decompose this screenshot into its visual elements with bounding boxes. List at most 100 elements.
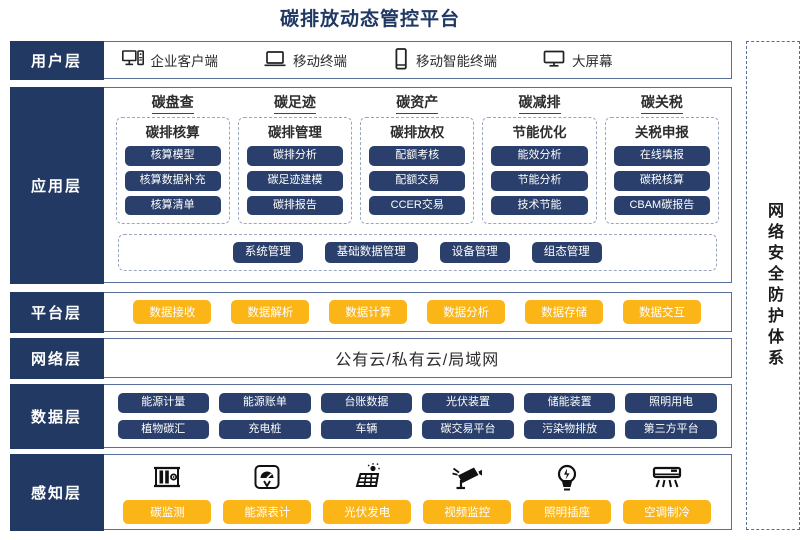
app-module-button[interactable]: CBAM碳报告 bbox=[613, 195, 710, 216]
app-module-button[interactable]: 在线填报 bbox=[613, 146, 710, 166]
layer-label-application: 应用层 bbox=[9, 86, 104, 284]
app-group-box: 碳排管理 碳排分析 碳足迹建模 碳排报告 bbox=[237, 117, 353, 225]
app-module-button[interactable]: 碳排分析 bbox=[246, 146, 344, 166]
app-group-box: 关税申报 在线填报 碳税核算 CBAM碳报告 bbox=[604, 117, 719, 225]
laptop-icon bbox=[264, 50, 286, 71]
perception-item-carbon-monitoring[interactable]: 碳监测 bbox=[118, 460, 218, 524]
layer-platform: 平台层 数据接收 数据解析 数据计算 数据分析 数据存储 数据交互 bbox=[9, 291, 732, 333]
data-source-button[interactable]: 台账数据 bbox=[320, 392, 413, 413]
app-module-button[interactable]: 配额交易 bbox=[369, 170, 466, 191]
layer-body-perception: 碳监测 能源表计 bbox=[103, 455, 731, 529]
data-source-button[interactable]: 植物碳汇 bbox=[117, 419, 210, 440]
data-row: 植物碳汇 充电桩 车辆 碳交易平台 污染物排放 第三方平台 bbox=[117, 419, 718, 440]
platform-capability-button[interactable]: 数据分析 bbox=[427, 300, 506, 324]
security-system-band: 网络安全防护体系 bbox=[746, 41, 800, 530]
user-item-label: 移动智能终端 bbox=[416, 54, 497, 69]
layer-label-user: 用户层 bbox=[9, 40, 104, 80]
platform-capability-button[interactable]: 数据交互 bbox=[623, 300, 702, 324]
perception-item-energy-meter[interactable]: 能源表计 bbox=[217, 460, 317, 524]
app-group-box: 碳排放权 配额考核 配额交易 CCER交易 bbox=[360, 117, 475, 225]
layer-body-user: 企业客户端 移动终端 移动智能终端 bbox=[103, 42, 731, 78]
app-module-button[interactable]: 碳税核算 bbox=[613, 170, 710, 191]
network-description: 公有云/私有云/局域网 bbox=[335, 352, 500, 369]
perception-item-label: 光伏发电 bbox=[323, 500, 412, 524]
data-row: 能源计量 能源账单 台账数据 光伏装置 储能装置 照明用电 bbox=[117, 392, 718, 413]
data-source-button[interactable]: 储能装置 bbox=[523, 392, 616, 413]
common-module-button[interactable]: 系统管理 bbox=[232, 242, 303, 263]
layer-body-data: 能源计量 能源账单 台账数据 光伏装置 储能装置 照明用电 植物碳汇 充电桩 车… bbox=[103, 385, 731, 447]
layer-data: 数据层 能源计量 能源账单 台账数据 光伏装置 储能装置 照明用电 植物碳汇 充… bbox=[9, 383, 732, 449]
app-module-button[interactable]: 能效分析 bbox=[491, 146, 588, 166]
app-group-title: 碳减排 bbox=[518, 92, 561, 114]
perception-item-solar-power[interactable]: 光伏发电 bbox=[317, 460, 417, 524]
app-module-button[interactable]: 节能分析 bbox=[491, 170, 588, 191]
security-system-label: 网络安全防护体系 bbox=[765, 201, 782, 370]
perception-item-air-conditioning[interactable]: 空调制冷 bbox=[617, 460, 717, 524]
perception-item-lighting-socket[interactable]: 照明插座 bbox=[517, 460, 617, 524]
application-common-modules: 系统管理 基础数据管理 设备管理 组态管理 bbox=[117, 234, 717, 271]
app-module-button[interactable]: 碳足迹建模 bbox=[246, 170, 344, 191]
user-item-smart-mobile-terminal[interactable]: 移动智能终端 bbox=[393, 47, 497, 73]
layer-perception: 感知层 碳监测 bbox=[9, 453, 732, 531]
perception-item-label: 能源表计 bbox=[223, 500, 312, 524]
data-source-button[interactable]: 第三方平台 bbox=[625, 419, 717, 440]
layer-user: 用户层 企业客户端 bbox=[9, 40, 732, 80]
app-group-subtitle: 关税申报 bbox=[634, 125, 689, 140]
smartphone-icon bbox=[393, 47, 409, 73]
app-group-subtitle: 节能优化 bbox=[512, 125, 567, 140]
solar-panel-icon bbox=[352, 460, 382, 494]
app-module-button[interactable]: 技术节能 bbox=[491, 195, 588, 216]
user-item-label: 移动终端 bbox=[293, 54, 347, 69]
user-item-mobile-terminal[interactable]: 移动终端 bbox=[264, 50, 347, 71]
page-title: 碳排放动态管控平台 bbox=[279, 9, 460, 30]
app-group-title: 碳盘查 bbox=[151, 92, 194, 114]
platform-capability-button[interactable]: 数据解析 bbox=[231, 300, 310, 324]
app-module-button[interactable]: 核算清单 bbox=[124, 195, 221, 216]
data-source-button[interactable]: 光伏装置 bbox=[422, 392, 514, 413]
app-group-carbon-tariff: 碳关税 关税申报 在线填报 碳税核算 CBAM碳报告 bbox=[604, 92, 719, 225]
layer-label-platform: 平台层 bbox=[9, 291, 104, 333]
app-group-subtitle: 碳排管理 bbox=[267, 125, 322, 140]
layer-label-data: 数据层 bbox=[9, 383, 104, 449]
user-item-large-screen[interactable]: 大屏幕 bbox=[543, 50, 613, 71]
app-group-subtitle: 碳排核算 bbox=[145, 125, 200, 140]
app-module-button[interactable]: CCER交易 bbox=[369, 195, 466, 216]
perception-item-label: 视频监控 bbox=[423, 500, 512, 524]
user-item-label: 大屏幕 bbox=[572, 54, 613, 69]
common-module-button[interactable]: 基础数据管理 bbox=[324, 242, 418, 263]
app-group-carbon-reduction: 碳减排 节能优化 能效分析 节能分析 技术节能 bbox=[482, 92, 597, 225]
platform-capability-button[interactable]: 数据存储 bbox=[525, 300, 604, 324]
app-group-box: 节能优化 能效分析 节能分析 技术节能 bbox=[482, 117, 597, 225]
data-source-button[interactable]: 污染物排放 bbox=[523, 419, 616, 440]
layer-body-application: 碳盘查 碳排核算 核算模型 核算数据补充 核算清单 碳足迹 碳排管理 碳排分析 … bbox=[103, 88, 731, 282]
data-source-button[interactable]: 照明用电 bbox=[625, 392, 717, 413]
app-group-title: 碳关税 bbox=[640, 92, 683, 114]
user-item-enterprise-client[interactable]: 企业客户端 bbox=[121, 49, 218, 71]
monitor-icon bbox=[543, 50, 565, 71]
layer-body-network: 公有云/私有云/局域网 bbox=[103, 339, 731, 377]
perception-item-label: 碳监测 bbox=[123, 500, 212, 524]
app-module-button[interactable]: 配额考核 bbox=[369, 146, 466, 166]
platform-capability-button[interactable]: 数据接收 bbox=[133, 300, 212, 324]
platform-capability-button[interactable]: 数据计算 bbox=[329, 300, 408, 324]
app-group-subtitle: 碳排放权 bbox=[390, 125, 445, 140]
co2-monitor-icon bbox=[152, 460, 182, 494]
energy-meter-icon bbox=[252, 460, 282, 494]
desktop-tower-icon bbox=[121, 49, 144, 71]
data-source-button[interactable]: 碳交易平台 bbox=[422, 419, 514, 440]
app-group-carbon-footprint: 碳足迹 碳排管理 碳排分析 碳足迹建模 碳排报告 bbox=[237, 92, 353, 225]
app-module-button[interactable]: 核算数据补充 bbox=[124, 170, 221, 191]
data-source-button[interactable]: 充电桩 bbox=[219, 419, 311, 440]
data-source-button[interactable]: 能源账单 bbox=[219, 392, 311, 413]
common-module-button[interactable]: 设备管理 bbox=[439, 242, 510, 263]
common-module-button[interactable]: 组态管理 bbox=[531, 242, 602, 263]
layer-body-platform: 数据接收 数据解析 数据计算 数据分析 数据存储 数据交互 bbox=[103, 293, 731, 331]
layer-label-network: 网络层 bbox=[9, 337, 104, 379]
light-bulb-icon bbox=[553, 460, 581, 494]
data-source-button[interactable]: 车辆 bbox=[320, 419, 413, 440]
app-module-button[interactable]: 碳排报告 bbox=[246, 195, 344, 216]
app-module-button[interactable]: 核算模型 bbox=[124, 146, 221, 166]
perception-item-video-surveillance[interactable]: 视频监控 bbox=[417, 460, 517, 524]
data-source-button[interactable]: 能源计量 bbox=[117, 392, 210, 413]
application-group-list: 碳盘查 碳排核算 核算模型 核算数据补充 核算清单 碳足迹 碳排管理 碳排分析 … bbox=[112, 92, 724, 225]
